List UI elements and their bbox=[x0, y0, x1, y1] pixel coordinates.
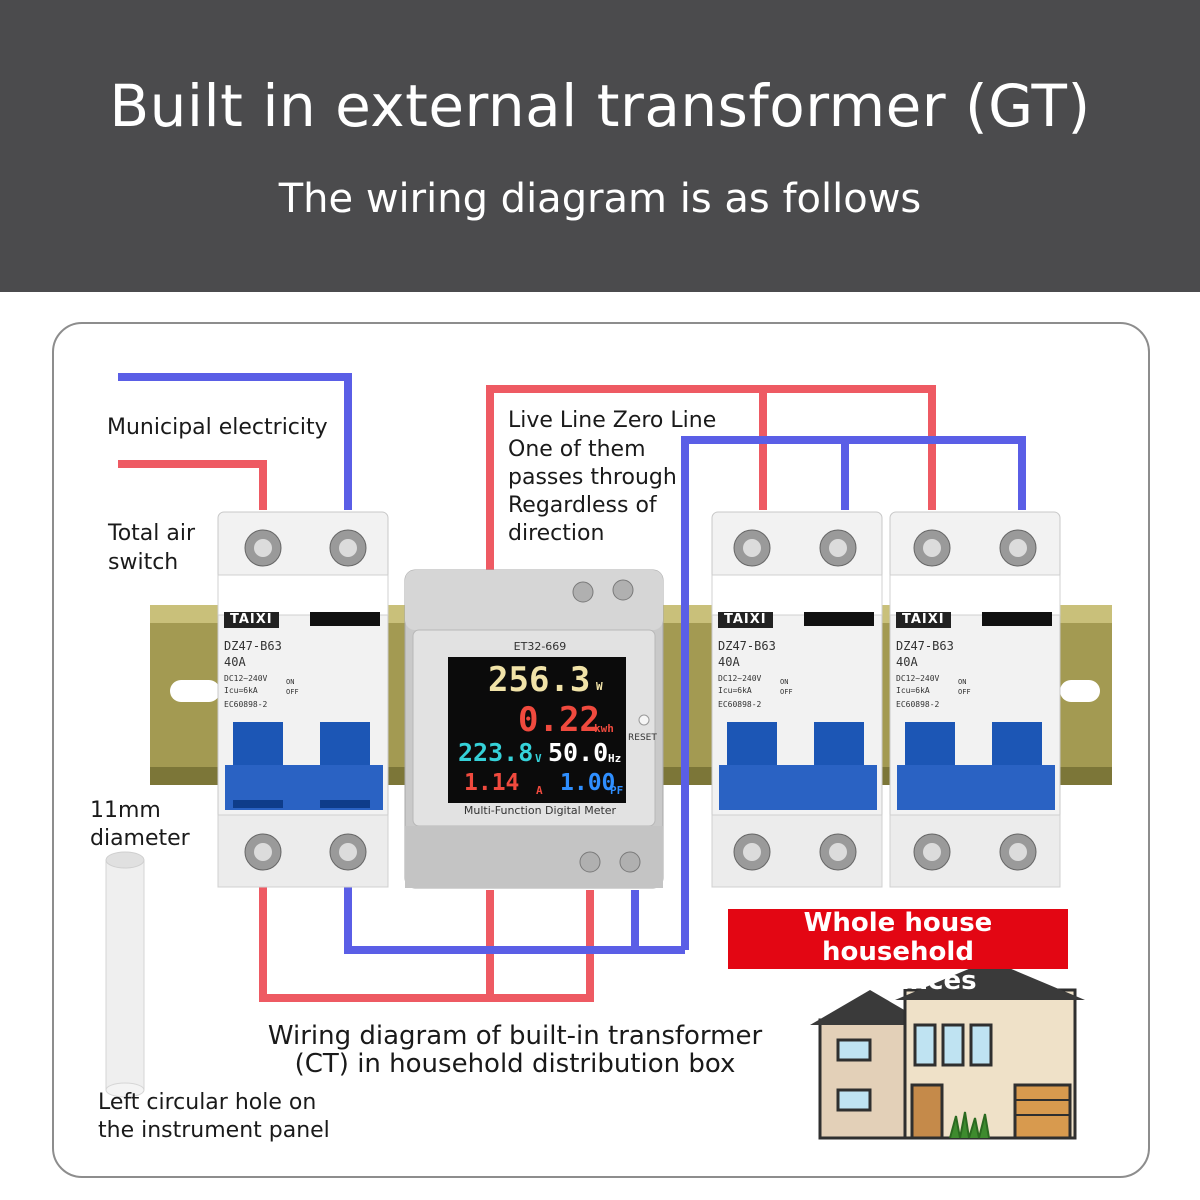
header-banner: Built in external transformer (GT) The w… bbox=[0, 0, 1200, 292]
branch-breaker-1 bbox=[711, 511, 883, 888]
power-unit: W bbox=[596, 680, 603, 693]
frequency-readout: 50.0 bbox=[548, 738, 609, 767]
house-illustration bbox=[810, 960, 1085, 1140]
branch-breaker-2 bbox=[889, 511, 1061, 888]
neutral-wire-top bbox=[681, 436, 1026, 950]
main-breaker-on: ON bbox=[286, 678, 295, 686]
total-air-switch-label-line2: switch bbox=[108, 550, 179, 575]
meter-footer: Multi-Function Digital Meter bbox=[463, 804, 617, 817]
branch-breaker-1-brand: TAIXI bbox=[718, 612, 773, 628]
page-subtitle: The wiring diagram is as follows bbox=[278, 176, 922, 222]
live-line-label-line4: Regardless of bbox=[508, 493, 657, 518]
branch-breaker-2-on: ON bbox=[958, 678, 967, 686]
branch-breaker-1-icu: Icu=6kA bbox=[718, 686, 752, 695]
main-breaker-icu: Icu=6kA bbox=[224, 686, 258, 695]
voltage-readout: 223.8 bbox=[458, 738, 534, 767]
pf-unit: PF bbox=[610, 784, 624, 797]
wiring-caption-line2: (CT) in household distribution box bbox=[294, 1049, 736, 1079]
tube-illustration bbox=[105, 851, 145, 1098]
digital-meter bbox=[404, 569, 664, 889]
frequency-unit: Hz bbox=[608, 752, 622, 765]
current-readout: 1.14 bbox=[464, 770, 520, 796]
power-readout: 256.3 bbox=[488, 660, 591, 700]
branch-breaker-2-icu: Icu=6kA bbox=[896, 686, 930, 695]
branch-breaker-2-standard: EC60898-2 bbox=[896, 700, 940, 709]
branch-breaker-2-model: DZ47-B63 bbox=[896, 639, 954, 653]
left-hole-label-line1: Left circular hole on bbox=[98, 1090, 317, 1115]
branch-breaker-1-model: DZ47-B63 bbox=[718, 639, 776, 653]
total-air-switch-label-line1: Total air bbox=[108, 521, 196, 546]
live-wire-top bbox=[486, 385, 936, 570]
branch-breaker-2-voltage: DC12~240V bbox=[896, 674, 940, 683]
diameter-label-line1: 11mm bbox=[90, 798, 161, 823]
live-line-label-line2: One of them bbox=[508, 437, 646, 462]
branch-breaker-2-off: OFF bbox=[958, 688, 971, 696]
main-breaker-voltage: DC12~240V bbox=[224, 674, 268, 683]
municipal-electricity-label: Municipal electricity bbox=[107, 415, 328, 440]
meter-reset-label: RESET bbox=[628, 733, 657, 743]
left-hole-label-line2: the instrument panel bbox=[98, 1118, 330, 1143]
main-breaker bbox=[217, 511, 389, 888]
voltage-unit: V bbox=[535, 752, 542, 765]
main-breaker-standard: EC60898-2 bbox=[224, 700, 268, 709]
main-breaker-off: OFF bbox=[286, 688, 299, 696]
branch-breaker-1-off: OFF bbox=[780, 688, 793, 696]
branch-breaker-1-voltage: DC12~240V bbox=[718, 674, 762, 683]
wiring-caption-line1: Wiring diagram of built-in transformer bbox=[267, 1021, 763, 1051]
live-line-label-line3: passes through bbox=[508, 465, 677, 490]
main-breaker-brand: TAIXI bbox=[224, 612, 279, 628]
energy-readout: 0.22 bbox=[518, 700, 600, 740]
neutral-wire-supply bbox=[118, 373, 352, 510]
appliances-callout-line1: Whole house household bbox=[803, 908, 993, 967]
wires bbox=[118, 373, 1026, 1002]
appliances-callout: Whole house household appliances bbox=[728, 908, 1068, 996]
pf-readout: 1.00 bbox=[560, 770, 616, 796]
branch-breaker-2-brand: TAIXI bbox=[896, 612, 951, 628]
branch-breaker-2-rating: 40A bbox=[896, 655, 918, 669]
live-line-label-line1: Live Line Zero Line bbox=[508, 408, 717, 433]
branch-breaker-1-on: ON bbox=[780, 678, 789, 686]
meter-model: ET32-669 bbox=[513, 640, 567, 653]
page-title: Built in external transformer (GT) bbox=[109, 72, 1091, 140]
branch-breaker-1-standard: EC60898-2 bbox=[718, 700, 762, 709]
main-breaker-model: DZ47-B63 bbox=[224, 639, 282, 653]
branch-breaker-1-rating: 40A bbox=[718, 655, 740, 669]
diameter-label-line2: diameter bbox=[90, 826, 190, 851]
live-wire-supply bbox=[118, 460, 267, 510]
appliances-callout-line2: appliances bbox=[819, 966, 977, 996]
current-unit: A bbox=[536, 784, 543, 797]
main-breaker-rating: 40A bbox=[224, 655, 246, 669]
neutral-wire-bottom bbox=[344, 885, 685, 954]
energy-unit: kwh bbox=[594, 722, 614, 735]
live-wire-bottom bbox=[259, 885, 594, 1002]
live-line-label-line5: direction bbox=[508, 521, 605, 546]
